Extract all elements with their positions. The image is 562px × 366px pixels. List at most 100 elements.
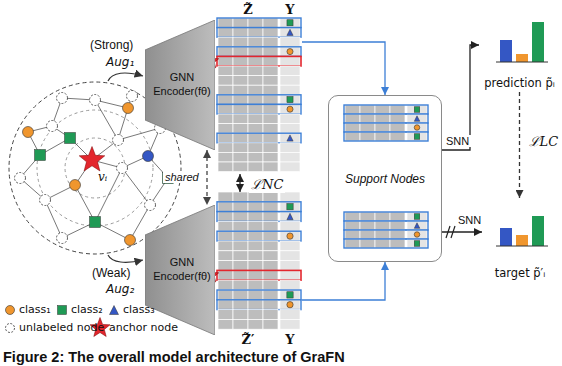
class-square: [90, 217, 101, 228]
labeled-row-outline: [344, 239, 428, 248]
graph-edge: [45, 200, 62, 238]
label-cell: [407, 230, 427, 239]
matrix-cell: [218, 47, 233, 57]
matrix-cell: [248, 280, 263, 290]
class-triangle: [287, 135, 293, 141]
matrix-cell: [233, 162, 248, 172]
target-chart: target p̃′ᵢ: [482, 198, 558, 282]
labeled-row-outline: [344, 221, 428, 230]
snn-arrow: [442, 231, 482, 232]
label-cell: [407, 123, 427, 132]
matrix-cell: [263, 85, 278, 95]
matrix-cell: [345, 239, 360, 248]
matrix-cell: [263, 76, 278, 86]
matrix-cell: [345, 123, 360, 132]
class-triangle: [287, 213, 293, 219]
matrix-cell: [263, 114, 278, 124]
chart-axis: [496, 246, 548, 247]
class-triangle: [287, 29, 293, 35]
matrix-cell: [233, 152, 248, 162]
unlabeled-circle: [117, 163, 128, 174]
matrix-cell: [248, 290, 263, 300]
class-circle: [143, 151, 154, 162]
matrix-cell: [375, 114, 390, 123]
matrix-cell: [248, 241, 263, 251]
matrix-cell: [218, 300, 233, 310]
class-circle: [23, 127, 34, 138]
matrix-cell: [233, 47, 248, 57]
encoder-shape: [145, 205, 215, 335]
label-cell: [280, 212, 300, 222]
legend-text: unlabeled node: [19, 321, 104, 335]
matrix-cell: [263, 143, 278, 153]
encoder-block: GNN Encoder(fθ): [145, 20, 215, 150]
labeled-row-outline: [344, 230, 428, 239]
label-cell: [280, 162, 300, 172]
label-cell: [280, 114, 300, 124]
legend-text: class₃: [123, 303, 155, 317]
matrix-cell: [233, 66, 248, 76]
matrix-cell: [233, 310, 248, 320]
matrix-cell: [248, 310, 263, 320]
matrix-cell: [360, 212, 375, 221]
encoder-shape: [145, 20, 215, 150]
matrix-cell: [248, 212, 263, 222]
matrix-cell: [248, 66, 263, 76]
matrix-cell: [248, 143, 263, 153]
matrix-cell: [248, 162, 263, 172]
hop-ring: [65, 138, 125, 198]
matrix-cell: [233, 95, 248, 105]
label-cell: [280, 37, 300, 47]
label-cell: [280, 231, 300, 241]
matrix-cell: [218, 104, 233, 114]
label-cell: [407, 239, 427, 248]
embedding-grid: [344, 105, 428, 141]
label-cell: [280, 261, 300, 271]
labeled-row-outline: [217, 300, 301, 310]
labeled-row-outline: [344, 105, 428, 114]
matrix-cell: [360, 230, 375, 239]
label-cell: [280, 270, 300, 280]
class-circle: [287, 302, 293, 308]
matrix-cell: [218, 319, 233, 329]
labeled-row-outline: [344, 123, 428, 132]
matrix-cell: [375, 132, 390, 141]
support-arrow: [302, 262, 385, 300]
class-square: [414, 214, 420, 220]
matrix-cell: [248, 104, 263, 114]
class-square: [414, 134, 420, 140]
matrix-cell: [375, 230, 390, 239]
matrix-cell: [248, 76, 263, 86]
matrix-cell: [375, 105, 390, 114]
unlabeled-circle: [90, 95, 101, 106]
matrix-cell: [390, 114, 405, 123]
matrix-cell: [263, 241, 278, 251]
matrix-cell: [263, 310, 278, 320]
matrix-cell: [233, 270, 248, 280]
matrix-cell: [263, 56, 278, 66]
matrix-cell: [263, 319, 278, 329]
matrix-cell: [248, 56, 263, 66]
matrix-cell: [263, 104, 278, 114]
matrix-cell: [233, 261, 248, 271]
augmentation-arrow: [108, 255, 143, 262]
unlabeled-circle: [57, 93, 68, 104]
matrix-cell: [248, 85, 263, 95]
edge-label: ℒLC: [527, 132, 561, 150]
matrix-cell: [263, 280, 278, 290]
class-circle: [287, 49, 293, 55]
embedding-grid: [344, 212, 428, 248]
matrix-cell: [233, 28, 248, 38]
probability-bar: [500, 40, 512, 62]
matrix-cell: [248, 37, 263, 47]
matrix-cell: [360, 114, 375, 123]
node-label: target p̃′ᵢ: [495, 266, 546, 280]
class-circle: [125, 235, 136, 246]
matrix-cell: [233, 124, 248, 134]
label-cell: [280, 152, 300, 162]
graph-edge: [95, 100, 118, 140]
class-square: [287, 20, 293, 26]
class-circle: [123, 103, 134, 114]
class-square: [65, 133, 76, 144]
